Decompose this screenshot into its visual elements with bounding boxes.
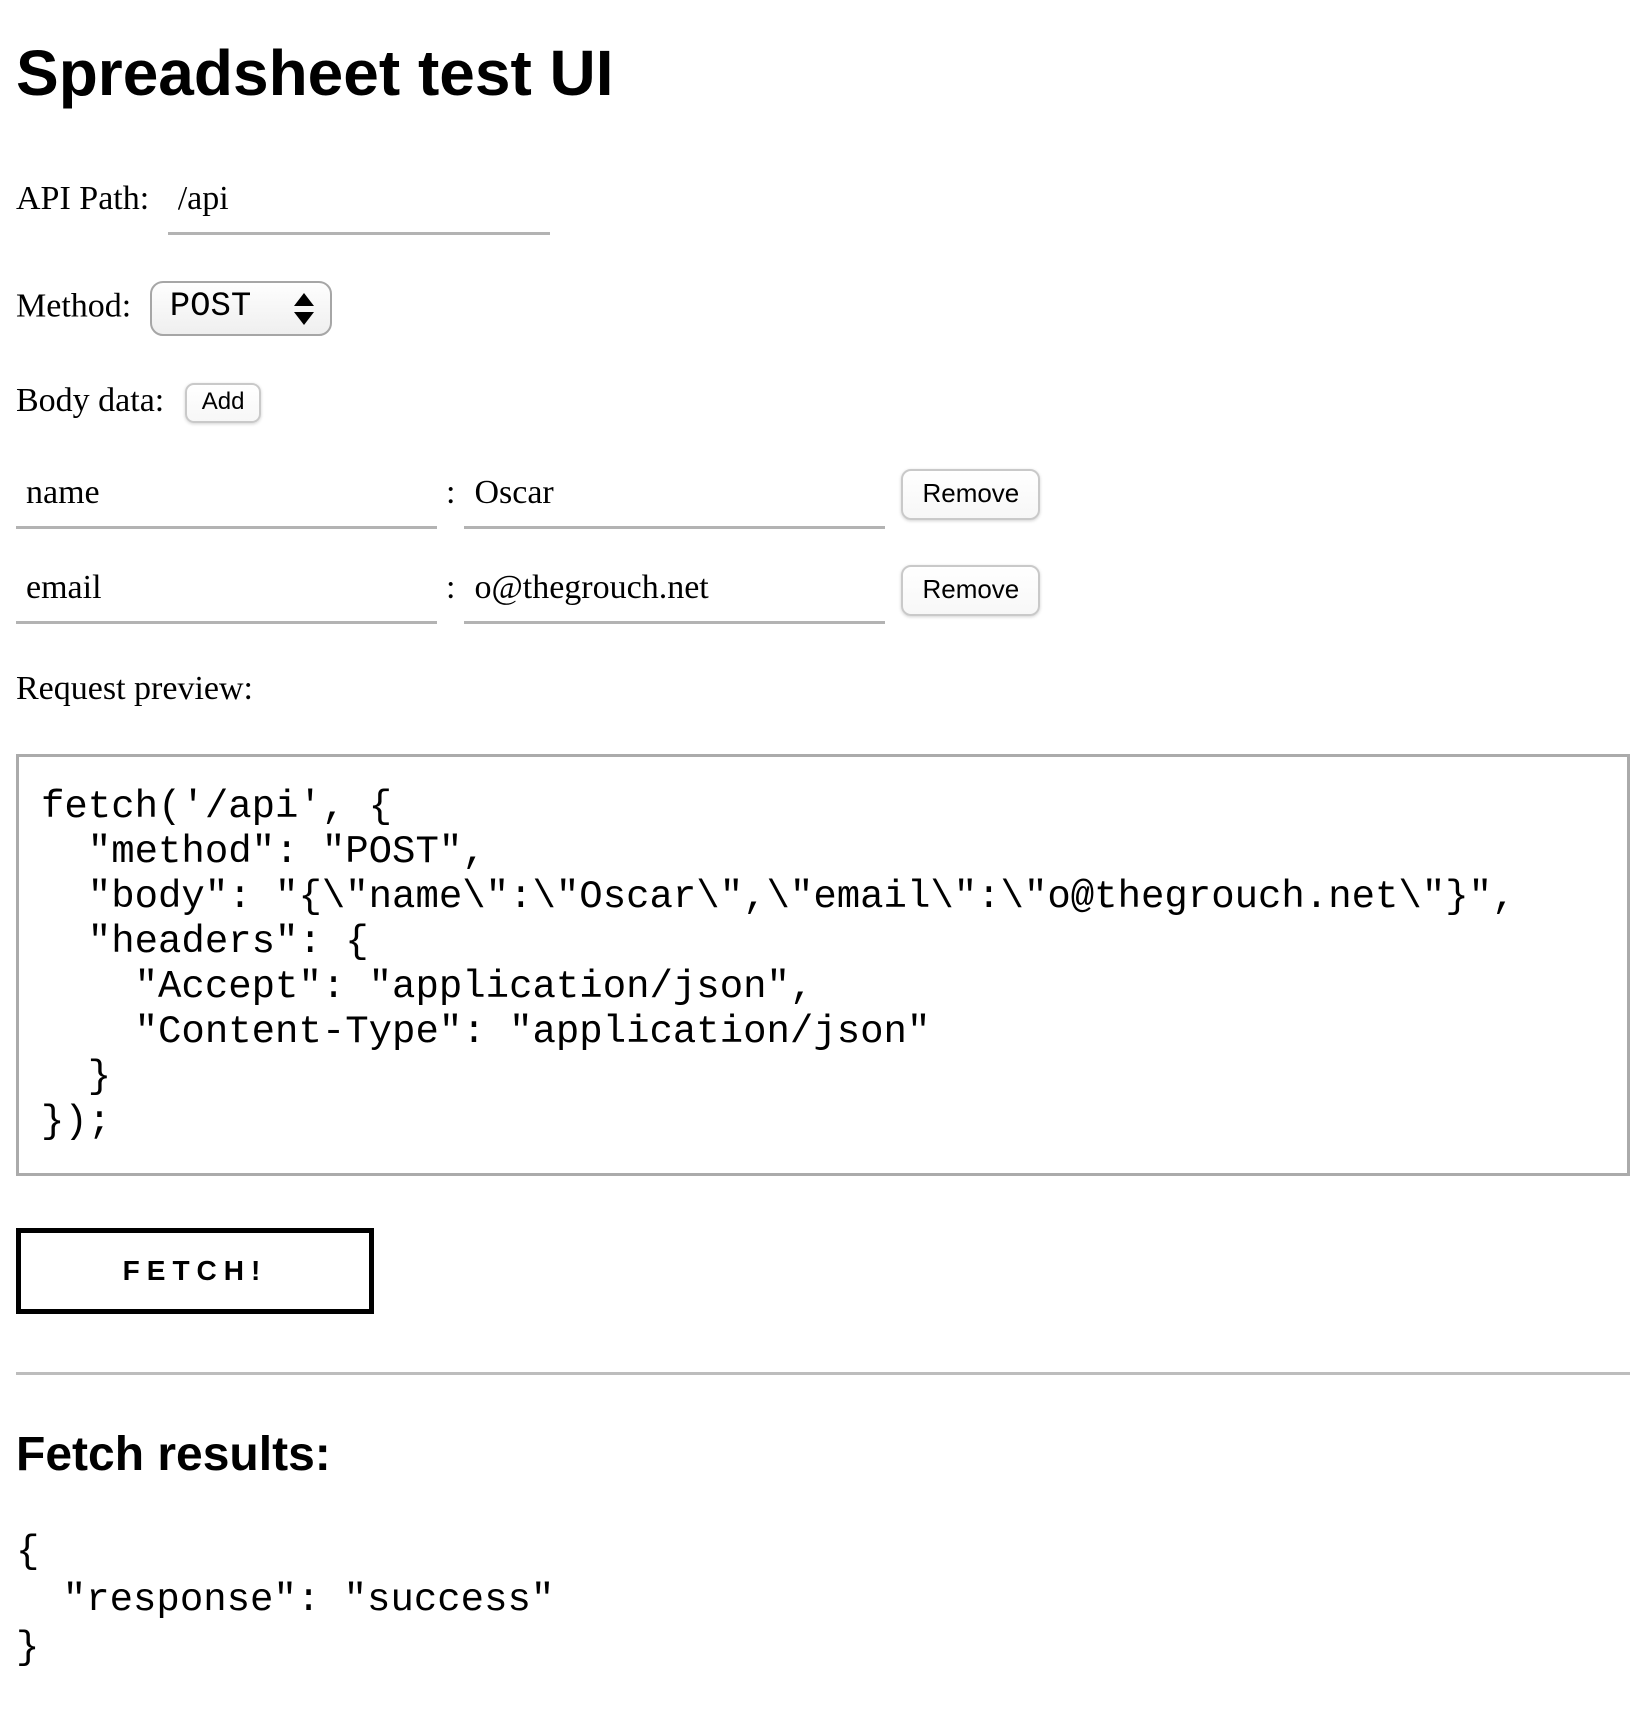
method-select[interactable]: POST: [149, 281, 332, 336]
api-path-label: API Path:: [16, 180, 150, 217]
request-preview-label: Request preview:: [16, 669, 253, 707]
kv-separator: :: [446, 568, 456, 606]
request-preview-code: fetch('/api', { "method": "POST", "body"…: [41, 784, 1516, 1144]
add-row-button[interactable]: Add: [184, 383, 262, 424]
body-value-input[interactable]: [464, 566, 886, 624]
body-data-kv-row: : Remove: [16, 564, 1630, 624]
method-label: Method:: [16, 287, 132, 325]
body-data-label: Body data:: [16, 382, 165, 419]
body-data-kv-row: : Remove: [16, 469, 1630, 529]
body-key-input[interactable]: [16, 471, 437, 529]
api-path-row: API Path:: [16, 178, 1630, 235]
fetch-results-json: { "response": "success" }: [16, 1529, 555, 1670]
method-row: Method: POST: [16, 281, 1630, 336]
remove-row-button[interactable]: Remove: [901, 564, 1041, 616]
kv-separator: :: [446, 473, 456, 511]
body-value-input[interactable]: [464, 471, 886, 529]
section-divider: [16, 1371, 1630, 1375]
fetch-button[interactable]: FETCH!: [16, 1227, 374, 1314]
body-data-row: Body data: Add: [16, 382, 1630, 424]
body-key-input[interactable]: [16, 566, 437, 624]
request-preview-box: fetch('/api', { "method": "POST", "body"…: [16, 753, 1630, 1176]
page-title: Spreadsheet test UI: [16, 37, 614, 109]
method-select-wrap: POST: [149, 281, 332, 336]
fetch-results-heading: Fetch results:: [16, 1427, 331, 1481]
api-path-input[interactable]: [167, 178, 550, 235]
remove-row-button[interactable]: Remove: [901, 469, 1041, 521]
